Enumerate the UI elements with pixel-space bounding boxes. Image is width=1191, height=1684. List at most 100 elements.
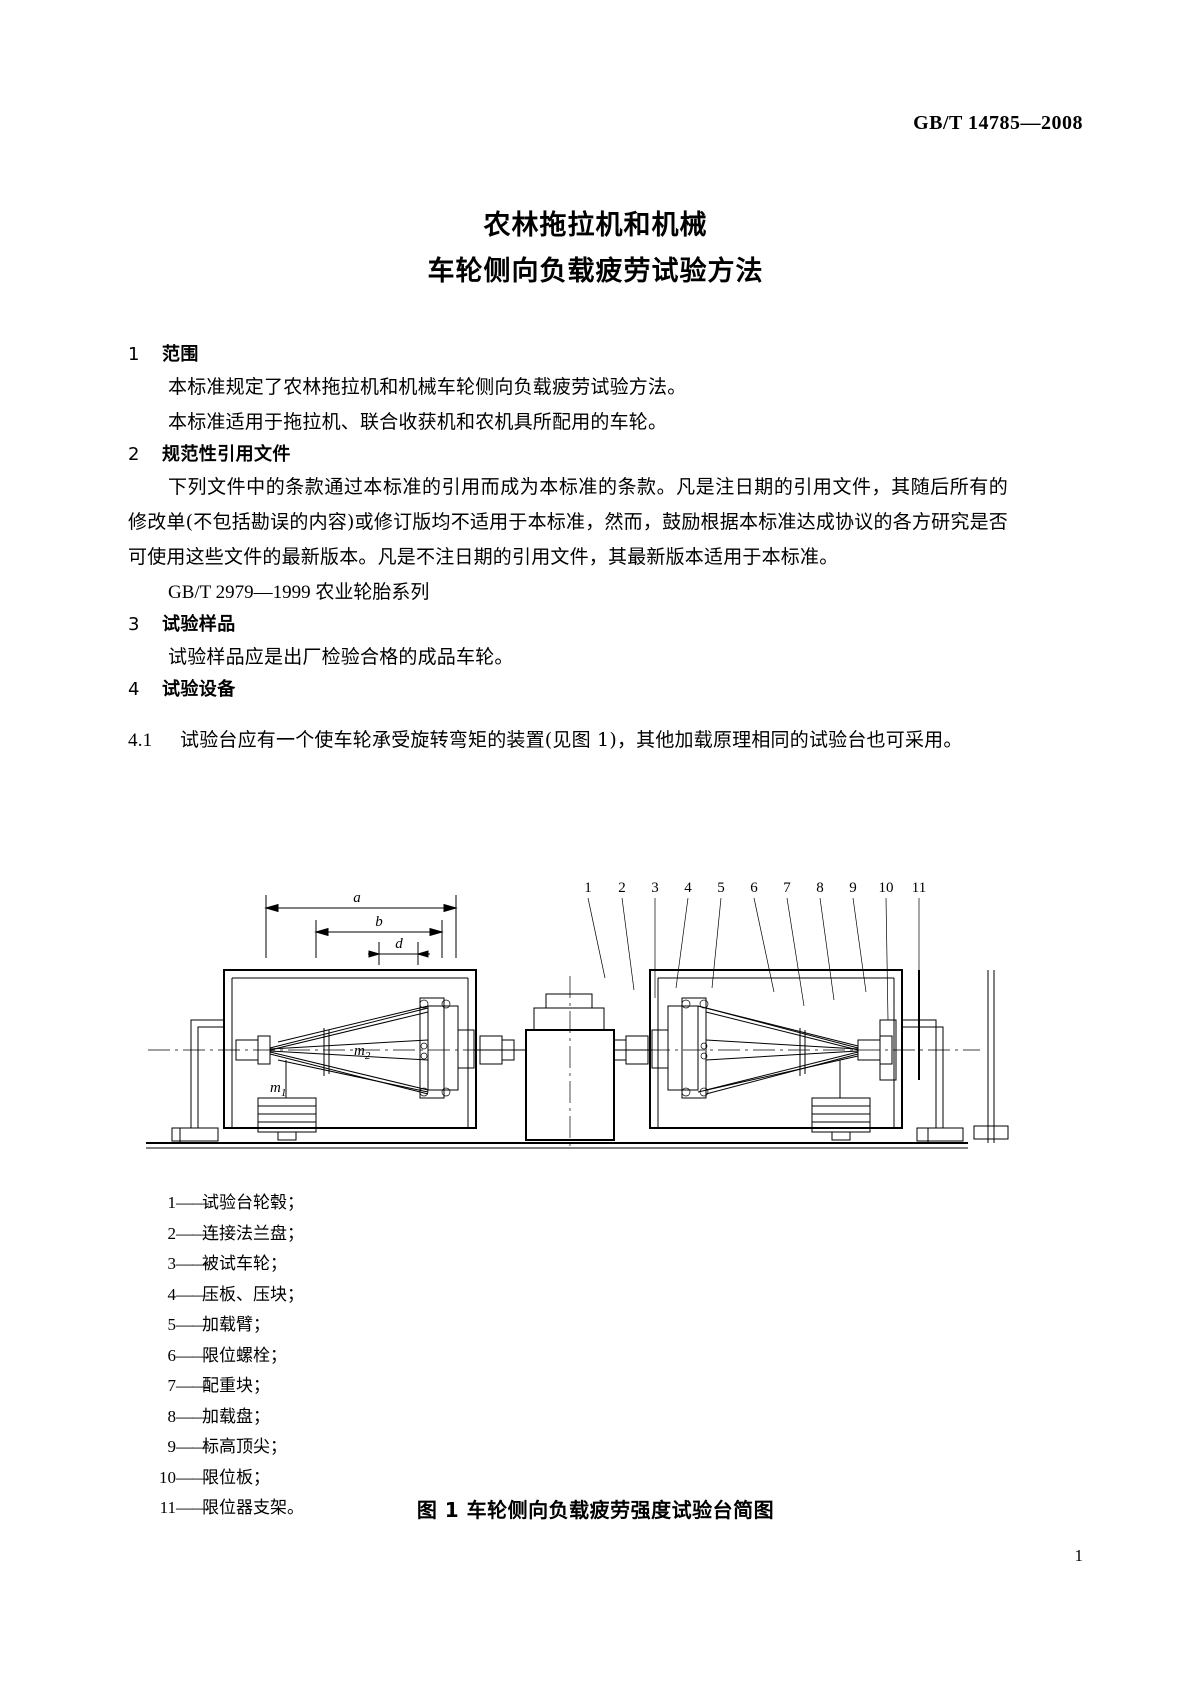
legend-number: 11 (159, 1498, 176, 1517)
legend-item-11: 11——限位器支架。 (150, 1493, 304, 1524)
legend-dash: —— (176, 1193, 209, 1212)
clause-heading-3: 3 试验样品 (128, 610, 1008, 640)
legend-item-4: 4——压板、压块； (150, 1280, 305, 1311)
legend-dash: —— (176, 1284, 209, 1304)
legend-dash: —— (176, 1437, 209, 1456)
figure-legend-list: 1——试验台轮毂； 2——连接法兰盘； 3——被试车轮； 4——压板、压块； 5… (150, 1188, 304, 1524)
legend-dash: —— (176, 1345, 209, 1365)
legend-item-9: 9——标高顶尖； (150, 1432, 304, 1463)
legend-text: 试验台轮毂； (202, 1193, 304, 1213)
legend-text: 加载盘； (202, 1406, 270, 1427)
legend-item-2: 2——连接法兰盘； (150, 1219, 305, 1250)
clause-3-paragraph-1: 试验样品应是出厂检验合格的成品车轮。 (168, 646, 514, 668)
normative-reference-item: GB/T 2979—1999 农业轮胎系列 (168, 582, 430, 603)
legend-text: 被试车轮； (202, 1254, 287, 1274)
dimension-d (368, 942, 430, 965)
central-drive-unit (474, 976, 652, 1148)
callout-number-9: 9 (849, 880, 857, 896)
legend-number: 9 (167, 1437, 177, 1456)
legend-number: 1 (167, 1193, 177, 1212)
callout-number-10: 10 (879, 880, 894, 896)
clause-title-3: 试验样品 (162, 614, 236, 635)
right-loading-arm-assembly (648, 997, 980, 1099)
callout-number-8: 8 (816, 880, 824, 896)
callout-number-4: 4 (684, 880, 692, 896)
left-support-leg (171, 1019, 224, 1142)
legend-number: 2 (167, 1223, 177, 1243)
mass-label-m1: m1 (270, 1080, 286, 1099)
mass-label-m2: m2 (354, 1043, 371, 1062)
right-support-leg (879, 970, 1009, 1143)
legend-item-6: 6——限位螺栓； (150, 1341, 304, 1372)
legend-item-5: 5——加载臂； (150, 1310, 304, 1341)
standard-number-header: GB/T 14785—2008 (913, 112, 1083, 134)
page-number: 1 (1074, 1546, 1084, 1565)
clause-number-4: 4 (128, 679, 140, 700)
clause-heading-4: 4 试验设备 (128, 675, 1008, 705)
clause-1-paragraph-1: 本标准规定了农林拖拉机和机械车轮侧向负载疲劳试验方法。 (168, 376, 687, 398)
clause-1-paragraph-2: 本标准适用于拖拉机、联合收获机和农机具所配用的车轮。 (168, 411, 668, 433)
callout-numbers: 1 2 3 4 5 6 7 8 9 10 11 (584, 880, 926, 896)
legend-number: 5 (167, 1315, 177, 1334)
dimension-a (264, 895, 458, 958)
callout-number-1: 1 (584, 880, 592, 896)
legend-item-8: 8——加载盘； (150, 1402, 304, 1433)
callout-number-2: 2 (618, 880, 626, 896)
clause-heading-2: 2 规范性引用文件 (128, 440, 1008, 470)
document-body: 1 范围 本标准规定了农林拖拉机和机械车轮侧向负载疲劳试验方法。 本标准适用于拖拉… (128, 340, 1008, 758)
legend-dash: —— (176, 1467, 209, 1487)
legend-number: 7 (167, 1376, 177, 1395)
legend-text: 配重块； (202, 1376, 270, 1396)
legend-item-10: 10——限位板； (150, 1463, 304, 1494)
legend-text: 标高顶尖； (202, 1437, 287, 1457)
callout-number-3: 3 (651, 880, 659, 896)
page-title: 农林拖拉机和机械 车轮侧向负载疲劳试验方法 (0, 203, 1191, 295)
clause-number-1: 1 (128, 344, 140, 365)
left-frame (223, 969, 477, 1129)
dimension-label-a: a (353, 890, 361, 906)
clause-number-2: 2 (128, 444, 140, 465)
callout-number-7: 7 (783, 880, 791, 896)
callout-number-5: 5 (717, 880, 725, 896)
legend-text: 加载臂； (202, 1315, 270, 1335)
legend-number: 10 (159, 1467, 176, 1487)
left-loading-arm-assembly (148, 997, 476, 1099)
legend-dash: —— (176, 1406, 209, 1426)
callout-number-11: 11 (912, 880, 926, 896)
clause-2-paragraph-1: 下列文件中的条款通过本标准的引用而成为本标准的条款。凡是注日期的引用文件，其随后… (128, 476, 1008, 568)
legend-dash: —— (176, 1376, 209, 1395)
figure-1-diagram: a b d (128, 880, 1063, 1180)
legend-dash: —— (176, 1223, 209, 1243)
title-line-2: 车轮侧向负载疲劳试验方法 (427, 256, 764, 287)
clause-title-4: 试验设备 (162, 679, 236, 700)
machine-base (146, 1128, 968, 1149)
legend-dash: —— (176, 1498, 209, 1517)
legend-item-1: 1——试验台轮毂； (150, 1188, 305, 1219)
legend-text: 压板、压块； (202, 1284, 304, 1305)
legend-text: 连接法兰盘； (202, 1223, 304, 1244)
test-rig-schematic-svg: a b d (146, 880, 1009, 1149)
dimension-b (314, 920, 444, 958)
right-frame (649, 969, 903, 1129)
legend-item-7: 7——配重块； (150, 1371, 304, 1402)
title-line-1: 农林拖拉机和机械 (483, 210, 708, 241)
callout-leaders (587, 897, 920, 1080)
dimension-label-b: b (375, 914, 383, 930)
figure-caption: 图 1 车轮侧向负载疲劳强度试验台简图 (416, 1498, 775, 1522)
legend-text: 限位器支架。 (202, 1498, 304, 1518)
subclause-number: 4.1 (128, 730, 153, 751)
clause-number-3: 3 (128, 614, 140, 635)
subclause-text: 试验台应有一个使车轮承受旋转弯矩的装置(见图 1)，其他加载原理相同的试验台也可… (180, 729, 963, 751)
clause-title-2: 规范性引用文件 (162, 444, 291, 465)
clause-heading-1: 1 范围 (128, 340, 1008, 370)
legend-dash: —— (176, 1254, 209, 1273)
legend-number: 4 (167, 1284, 177, 1304)
dimension-label-d: d (395, 936, 403, 952)
right-counterweight-stack (811, 1060, 871, 1141)
clause-title-1: 范围 (162, 344, 199, 365)
left-counterweight-stack (257, 1060, 317, 1141)
callout-number-6: 6 (750, 880, 758, 896)
legend-number: 3 (167, 1254, 177, 1273)
legend-dash: —— (176, 1315, 209, 1334)
